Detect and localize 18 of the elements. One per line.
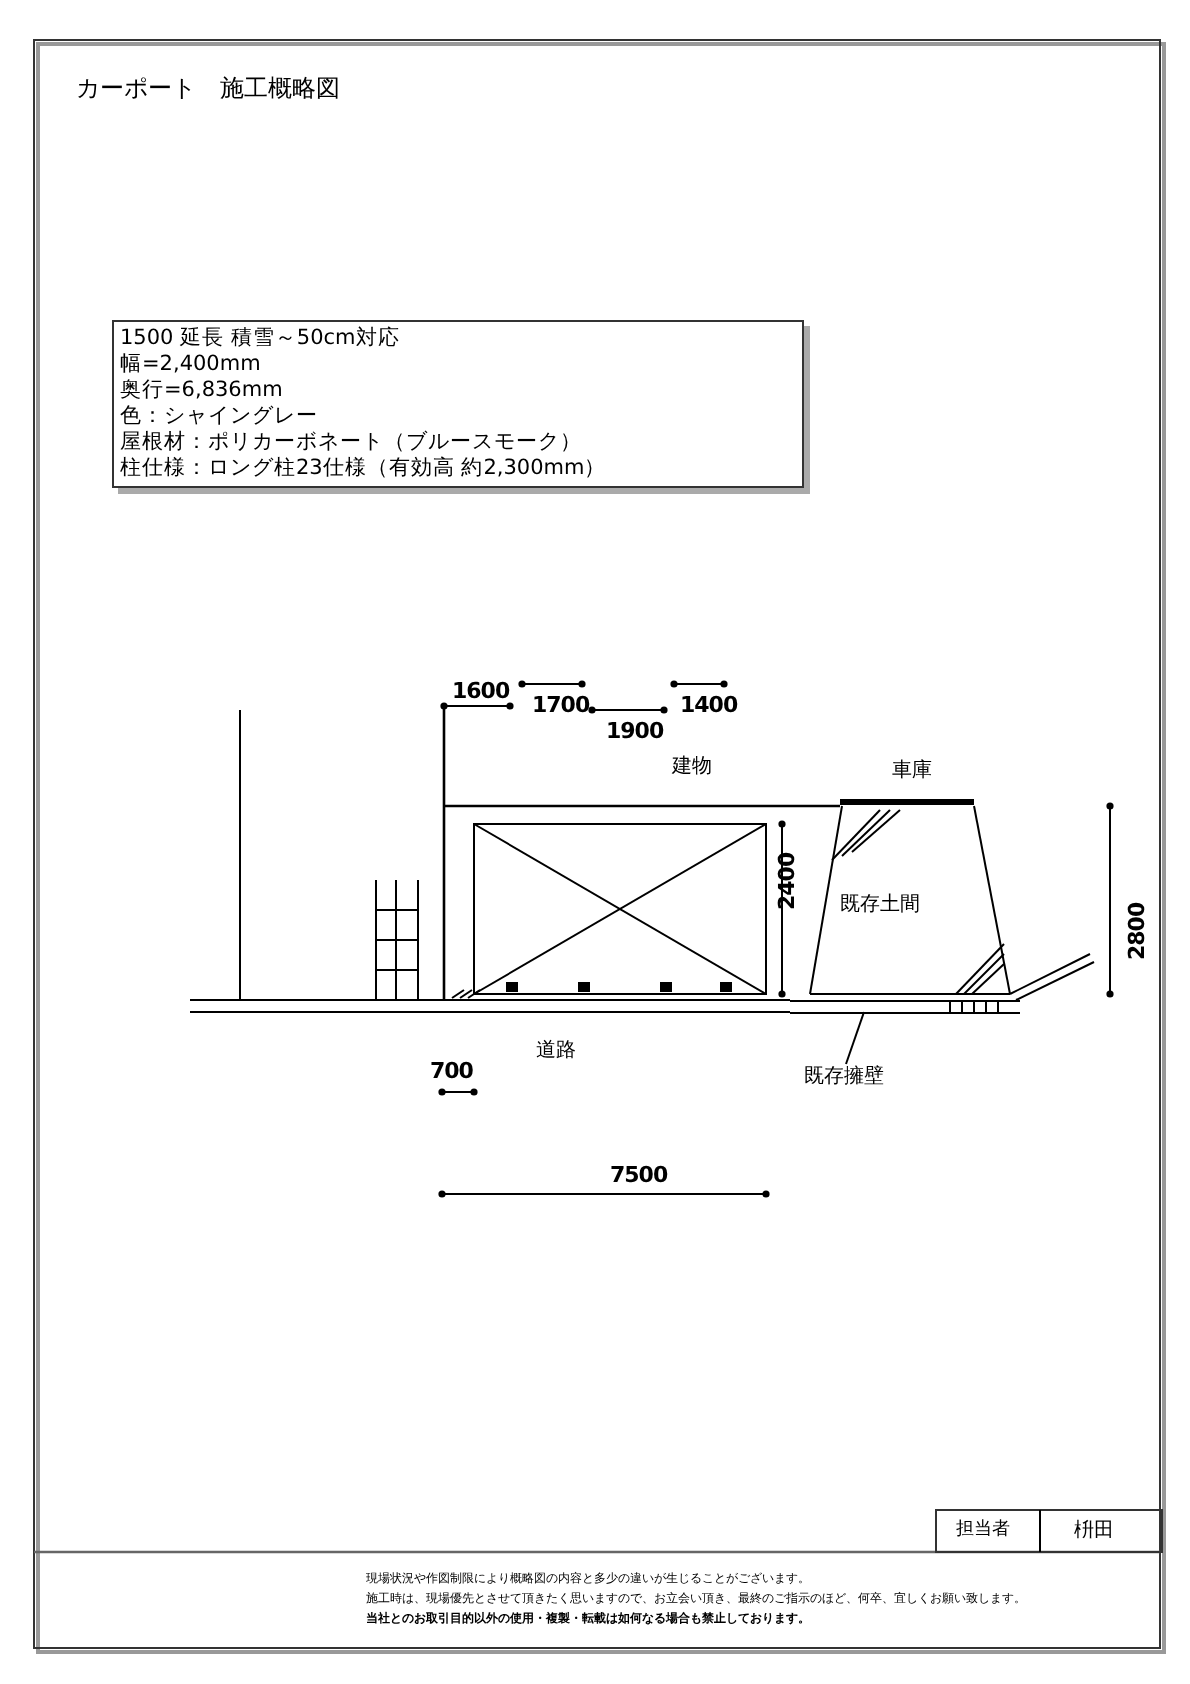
title: カーポート 施工概略図 [76,76,340,103]
dimension-label: 7500 [610,1164,668,1189]
dimension-label: 2800 [1126,902,1151,960]
table-cell: 担当者 [956,1522,1010,1542]
area-label: 道路 [536,1040,576,1062]
dimension-label: 1400 [680,694,738,719]
area-label: 車庫 [892,760,932,782]
table-cell: 枡田 [1074,1520,1114,1542]
callout-text: 既存擁壁 [804,1066,884,1088]
leader-line [845,1011,865,1065]
dimension-label: 1600 [452,680,510,705]
area-label: 建物 [672,756,712,778]
retaining-wall [790,999,1020,1013]
spec-box: 1500 延長 積雪～50cm対応 幅=2,400mm 奥行=6,836mm 色：シャイングレー 屋根材：ポリカーボネート（ブルースモーク） 柱仕様：ロング柱23仕様（有効高 約2,300mm） [112,320,804,488]
area-label: 既存土間 [840,894,920,916]
dimension-label: 1900 [606,720,664,745]
dimension-label: 700 [430,1060,473,1085]
dimension-label: 1700 [532,694,590,719]
